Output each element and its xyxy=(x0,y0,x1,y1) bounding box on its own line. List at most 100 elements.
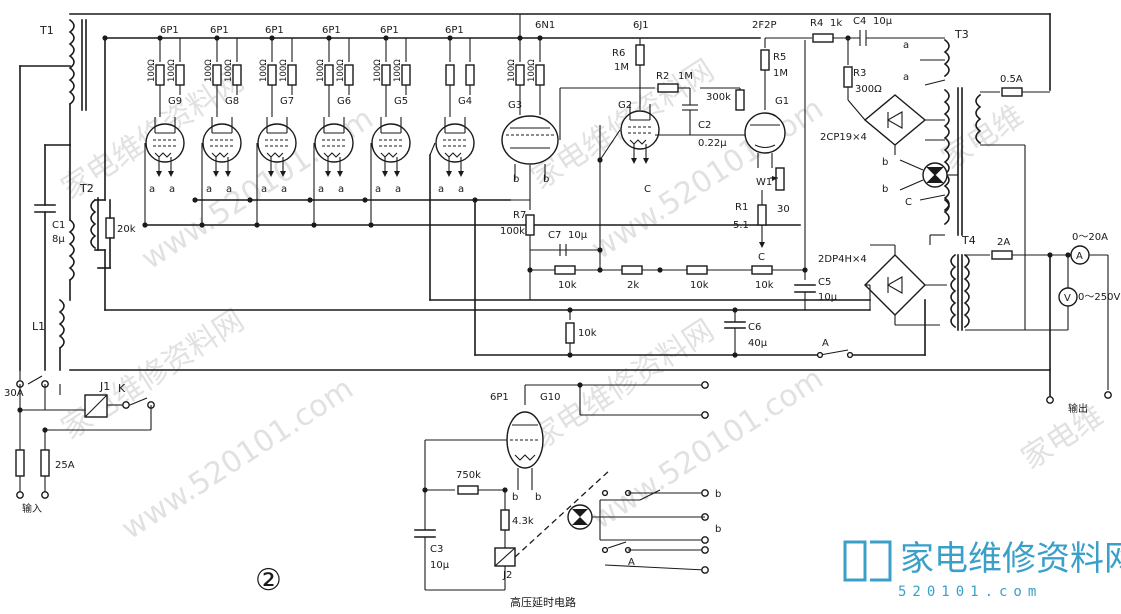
tube-g8: 6P1 100Ω 100Ω G8 a a xyxy=(201,25,242,225)
logo-subtext: 520101.com xyxy=(898,584,1042,600)
power-tube-stage: 6P1 100Ω 100Ω G9 a a 6P1 100Ω 100Ω G8 a … xyxy=(102,25,478,228)
r1-pin-c: C xyxy=(758,252,765,263)
g7-r1-value: 100Ω xyxy=(259,59,269,82)
r-10k-c-value: 10k xyxy=(755,280,774,291)
c5-label: C5 xyxy=(818,277,831,288)
hv-delay-circuit: 6P1 G10 b b 750k 4.3k J2 xyxy=(414,381,721,609)
high-voltage-section: R4 1k C4 10μ R3 300Ω a a T3 0.5A 2CP19×4 xyxy=(765,16,1120,415)
t3-pin-a2: a xyxy=(903,72,909,83)
c4-value: 10μ xyxy=(873,16,893,27)
g3-pin-b1: b xyxy=(513,174,519,185)
r-43k-value: 4.3k xyxy=(512,516,534,527)
watermark-cn-3: 家电维 xyxy=(935,98,1030,176)
c7-value: 10μ xyxy=(568,230,588,241)
l1-label: L1 xyxy=(32,320,45,333)
r-10k-b-value: 10k xyxy=(690,280,709,291)
g7-pin-a1: a xyxy=(261,184,267,195)
g8-pin-a1: a xyxy=(206,184,212,195)
g3-label: G3 xyxy=(508,100,522,111)
g2-pin-c: C xyxy=(644,184,651,195)
t3-label: T3 xyxy=(954,28,969,41)
g4-label: G4 xyxy=(458,96,472,107)
transformer-t2: T2 20k xyxy=(79,182,136,311)
c3-label: C3 xyxy=(430,544,443,555)
r4-value: 1k xyxy=(830,18,842,29)
r-20k-value: 20k xyxy=(117,224,136,235)
g2-label: G2 xyxy=(618,100,632,111)
ammeter-symbol: A xyxy=(1076,251,1083,262)
t2-label: T2 xyxy=(79,182,94,195)
tube-g7: 6P1 100Ω 100Ω G7 a a xyxy=(256,25,297,225)
g8-r1-value: 100Ω xyxy=(204,59,214,82)
g7-label: G7 xyxy=(280,96,294,107)
g1-label: G1 xyxy=(775,96,789,107)
r1-label: R1 xyxy=(735,202,748,213)
tube-g9: 6P1 100Ω 100Ω G9 a a xyxy=(144,25,185,225)
output-label: 输出 xyxy=(1068,402,1088,415)
g3-r1-value: 100Ω xyxy=(507,59,517,82)
g3-pin-b2: b xyxy=(543,174,549,185)
g3-type-label: 6N1 xyxy=(535,20,555,31)
r7-value: 100k xyxy=(500,226,525,237)
voltmeter-range: 0～250V xyxy=(1078,292,1120,303)
r-300k-value: 300k xyxy=(706,92,731,103)
c2-label: C2 xyxy=(698,120,711,131)
g4-type-label: 6P1 xyxy=(445,25,464,36)
g7-pin-a2: a xyxy=(281,184,287,195)
g5-r2-value: 100Ω xyxy=(393,59,403,82)
r3-label: R3 xyxy=(853,68,866,79)
hv-switch-a-label: A xyxy=(628,557,635,568)
g9-pin-a2: a xyxy=(169,184,175,195)
g10-type-label: 6P1 xyxy=(490,392,509,403)
c7-label: C7 xyxy=(548,230,561,241)
bridge1-label: 2CP19×4 xyxy=(820,132,867,143)
g8-label: G8 xyxy=(225,96,239,107)
main-wiring xyxy=(19,13,1051,401)
g4-pin-a2: a xyxy=(458,184,464,195)
g8-r2-value: 100Ω xyxy=(224,59,234,82)
g5-label: G5 xyxy=(394,96,408,107)
r-2k-value: 2k xyxy=(627,280,639,291)
t1-label: T1 xyxy=(39,24,54,37)
c1-value: 8μ xyxy=(52,234,65,245)
voltmeter-symbol: V xyxy=(1064,293,1071,304)
r6-label: R6 xyxy=(612,48,625,59)
c5-value: 10μ xyxy=(818,292,838,303)
tube-g1: 2F2P R5 1M G1 W1 R1 5.1 30 C xyxy=(733,20,790,263)
c1-label: C1 xyxy=(52,220,65,231)
w1-label: W1 xyxy=(756,177,772,188)
g9-pin-a1: a xyxy=(149,184,155,195)
g8-pin-a2: a xyxy=(226,184,232,195)
feedback-divider: C7 10μ 10k 2k 10k 10k C5 10μ 10k C6 40μ xyxy=(527,40,854,359)
r5-value: 1M xyxy=(773,68,788,79)
input-label: 输入 xyxy=(22,502,42,515)
lamp-pin-b: b xyxy=(882,157,888,168)
g9-r2-value: 100Ω xyxy=(167,59,177,82)
switch-a-label: A xyxy=(822,338,829,349)
j1-label: J1 xyxy=(99,380,110,393)
inductor-l1: L1 xyxy=(32,298,65,371)
g9-label: G9 xyxy=(168,96,182,107)
ammeter-range: 0～20A xyxy=(1072,232,1108,243)
g8-type-label: 6P1 xyxy=(210,25,229,36)
c3-value: 10μ xyxy=(430,560,450,571)
k-label: K xyxy=(118,382,126,395)
hv-pin-b1: b xyxy=(715,489,721,500)
r6-value: 1M xyxy=(614,62,629,73)
c6-label: C6 xyxy=(748,322,761,333)
fuse-2a-label: 2A xyxy=(997,237,1010,248)
tube-g3: 6N1 100Ω 100Ω G3 b b R7 100k xyxy=(500,14,561,300)
r3-value: 300Ω xyxy=(855,84,882,95)
g4-pin-a1: a xyxy=(438,184,444,195)
fuse-05a-label: 0.5A xyxy=(1000,74,1023,85)
input-section: 30A J1 K 25A 输入 xyxy=(4,370,155,515)
tube-g4: 6P1 G4 a a xyxy=(429,25,475,195)
watermark-cn-6: 家电维 xyxy=(1015,398,1110,476)
r-10k-d-value: 10k xyxy=(578,328,597,339)
r1-value: 5.1 xyxy=(733,220,749,231)
g5-type-label: 6P1 xyxy=(380,25,399,36)
g5-r1-value: 100Ω xyxy=(373,59,383,82)
watermark-url-3: www.520101.com xyxy=(115,371,359,547)
c4-label: C4 xyxy=(853,16,866,27)
r-10k-a-value: 10k xyxy=(558,280,577,291)
